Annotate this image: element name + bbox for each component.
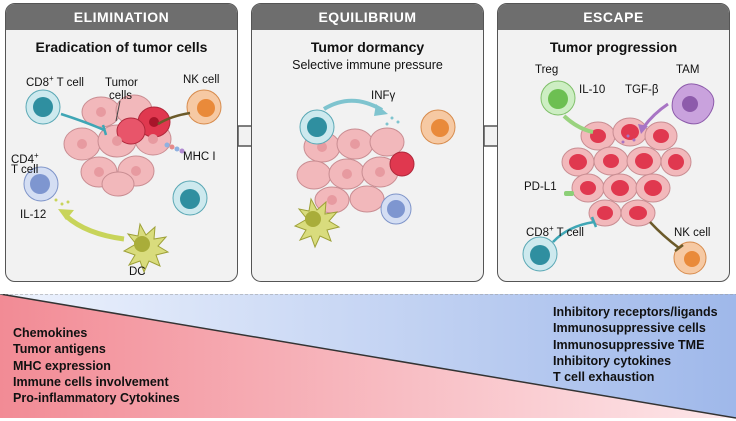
- pd-l1-label: PD-L1: [524, 181, 557, 193]
- cd8-inhibited-line: [552, 220, 595, 243]
- list-item: Chemokines: [13, 326, 88, 340]
- il10-label: IL-10: [579, 84, 606, 96]
- infg-particles: [385, 116, 400, 126]
- dc-label: DC: [129, 266, 146, 278]
- tumor-pointer: [115, 100, 121, 122]
- list-item: Pro-inflammatory Cytokines: [13, 391, 180, 406]
- cd8-attack-line: [60, 112, 105, 132]
- nk-cell: [186, 89, 222, 125]
- panel-elimination: ELIMINATION Eradication of tumor cells: [5, 3, 238, 282]
- nk-cell: [420, 109, 456, 145]
- nk-inhibited-line: [649, 221, 680, 249]
- equilibrium-illustration: [293, 98, 456, 249]
- cd8-t-cell-label: CD8+ T cell: [26, 74, 84, 89]
- il12-arrow: [64, 214, 125, 242]
- balance-wedges: [0, 294, 736, 419]
- cells-label: cells: [109, 90, 133, 102]
- nk-cell-label: NK cell: [183, 74, 220, 86]
- dendritic-cell: [122, 222, 170, 274]
- panel-header: EQUILIBRIUM: [252, 4, 483, 30]
- list-item: Immunosuppressive cells: [553, 321, 706, 336]
- panel-header: ESCAPE: [498, 4, 729, 30]
- tgfb-label: TGF-β: [625, 84, 659, 96]
- panel-header: ELIMINATION: [6, 4, 237, 30]
- list-item: Inhibitory receptors/ligands: [553, 305, 718, 319]
- tumor-label: Tumor: [105, 77, 138, 89]
- il10-arrow: [562, 114, 594, 134]
- il12-particles: [54, 198, 70, 206]
- mhc-i-label: MHC I: [183, 151, 216, 163]
- cd8-t-cell: [299, 109, 335, 145]
- panel-title: Tumor dormancy: [310, 39, 425, 55]
- panel-subtitle: Selective immune pressure: [292, 58, 443, 72]
- nk-attack-line: [157, 111, 191, 126]
- tumor-cluster: [561, 117, 692, 227]
- infg-label: INFγ: [371, 90, 396, 102]
- nk-cell: [673, 241, 707, 275]
- nk-cell-label: NK cell: [674, 227, 711, 239]
- list-item: Tumor antigens: [13, 342, 106, 357]
- treg-cell: [540, 80, 576, 116]
- dendritic-cell: [293, 197, 341, 249]
- list-item: MHC expression: [13, 358, 111, 373]
- infg-arrow: [322, 98, 384, 112]
- treg-label: Treg: [535, 64, 559, 76]
- immunosuppressive-factor-list: Inhibitory receptors/ligands Immunosuppr…: [553, 304, 718, 385]
- tam-label: TAM: [676, 64, 700, 76]
- il12-label: IL-12: [20, 209, 47, 221]
- cd4-t-cell: [380, 193, 412, 225]
- mhc-i-molecule: [164, 142, 185, 154]
- immunostimulatory-factor-list: Chemokines Tumor antigens MHC expression…: [13, 325, 180, 406]
- panel-equilibrium: EQUILIBRIUM Tumor dormancy Selective imm…: [251, 3, 484, 282]
- escape-illustration: [522, 80, 715, 275]
- list-item: T cell exhaustion: [553, 370, 655, 385]
- panel-escape: ESCAPE Tumor progression: [497, 3, 730, 282]
- tam-cell: [671, 83, 715, 125]
- cd8-t-cell: [522, 236, 558, 272]
- elimination-illustration: [23, 89, 222, 274]
- cd8-t-cell: [25, 89, 61, 125]
- list-item: Immunosuppressive TME: [553, 337, 705, 352]
- list-item: Inhibitory cytokines: [553, 353, 672, 368]
- second-cd8-t-cell: [172, 180, 208, 216]
- cd8-t-cell-label: CD8+ T cell: [526, 224, 584, 239]
- wedge-divider: [0, 294, 736, 419]
- cd4-label: CD4+: [11, 151, 39, 166]
- tumor-cluster: [296, 127, 415, 214]
- tgfb-particles: [621, 134, 636, 144]
- tumor-cluster: [63, 94, 172, 197]
- pd-l1-ligand: [564, 191, 574, 196]
- t-cell-label: T cell: [11, 164, 39, 176]
- list-item: Immune cells involvement: [13, 374, 169, 389]
- cd4-t-cell: [23, 166, 59, 202]
- panel-title: Tumor progression: [549, 39, 678, 55]
- panel-title: Eradication of tumor cells: [35, 39, 208, 55]
